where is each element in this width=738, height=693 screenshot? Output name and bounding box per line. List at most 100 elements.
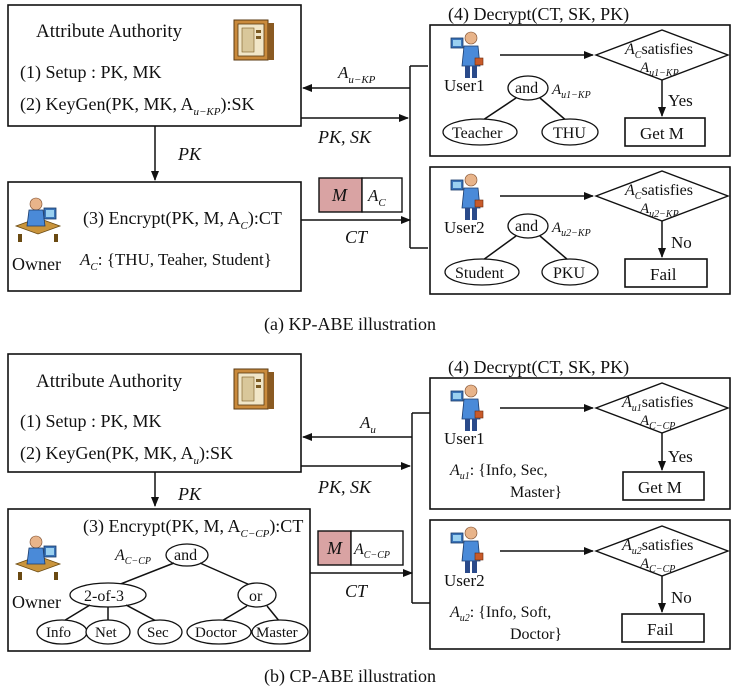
cp-user1-cond-line1: Au1satisfies: [621, 394, 693, 414]
kp-user2-tree-and: [507, 213, 549, 239]
kp-user1-name: User1: [444, 76, 485, 95]
kp-decrypt-title: (4) Decrypt(CT, SK, PK): [448, 4, 629, 25]
cp-message-attr-cell: [350, 530, 404, 566]
cp-tree-edge: [61, 604, 91, 623]
kp-user2-leaf-student: [444, 258, 520, 286]
kp-encrypt-text: (3) Encrypt(PK, M, AC):CT: [83, 208, 282, 232]
kp-user2-tree-and-label: and: [515, 218, 538, 235]
kp-user1-edge-left: [479, 97, 517, 123]
kp-abe-panel: Attribute Authority (1) Setup : PK, MK (…: [7, 4, 731, 335]
kp-user2-cond-line1: ACsatisfies: [624, 182, 693, 202]
cp-leaf-doctor: [186, 619, 252, 645]
kp-user2-result: Fail: [650, 265, 677, 284]
server-icon: [233, 19, 275, 61]
cp-leaf-net: [85, 619, 131, 645]
kp-user1-condition: [594, 29, 730, 81]
cp-tree-root: [165, 543, 209, 567]
kp-user1-leaf2: THU: [553, 125, 586, 142]
cp-user2-result-box: [621, 613, 705, 643]
cp-leaf: Info: [46, 625, 71, 641]
cp-encrypt-text: (3) Encrypt(PK, M, AC−CP):CT: [83, 516, 303, 540]
cp-setup-text: (1) Setup : PK, MK: [20, 411, 162, 432]
cp-leaf: Net: [95, 625, 117, 641]
cp-leaf: Sec: [147, 625, 169, 641]
kp-user1-answer: Yes: [668, 91, 693, 110]
cp-pksk-label: PK, SK: [317, 477, 372, 497]
cp-user1-cond-line2: AC−CP: [639, 413, 675, 432]
cp-leaf: Master: [256, 625, 298, 641]
kp-user2-name: User2: [444, 218, 485, 237]
kp-message-m-cell: [318, 177, 363, 213]
cp-user2-cond-line2: AC−CP: [639, 556, 675, 575]
cp-user2-condition: [594, 525, 730, 577]
cp-user1-answer: Yes: [668, 447, 693, 466]
cp-user1-result: Get M: [638, 478, 682, 497]
kp-owner-attrs: AC: {THU, Teaher, Student}: [79, 250, 272, 273]
cp-message-attr: AC−CP: [353, 541, 390, 561]
cp-pk-label: PK: [177, 484, 202, 504]
kp-message-m: M: [331, 185, 348, 205]
kp-user1-leaf-teacher: [442, 118, 518, 146]
cp-tree-edge: [125, 604, 159, 623]
cp-tree-label: AC−CP: [114, 547, 151, 567]
cp-user1-name: User1: [444, 429, 485, 448]
cp-tree-edge: [266, 605, 281, 623]
kp-attr-label: Au−KP: [337, 63, 376, 86]
kp-authority-title: Attribute Authority: [36, 21, 183, 42]
cp-user1-attrs-line2: Master}: [510, 484, 562, 501]
kp-user1-edge-right: [539, 97, 569, 123]
kp-user1-result: Get M: [640, 124, 684, 143]
kp-user2-answer: No: [671, 233, 692, 252]
kp-user2-cond-line2: Au2−KP: [639, 201, 679, 220]
cp-user1-condition: [594, 382, 730, 434]
cp-tree-or: [237, 582, 277, 608]
kp-user2-condition: [594, 170, 730, 222]
cp-user2-name: User2: [444, 571, 485, 590]
cp-tree-left-label: 2-of-3: [84, 588, 124, 605]
cp-ct-label: CT: [345, 581, 369, 601]
cp-abe-panel: Attribute Authority (1) Setup : PK, MK (…: [7, 353, 731, 687]
cp-leaf: Doctor: [195, 625, 237, 641]
cp-tree-root-label: and: [174, 547, 197, 564]
kp-user2-edge-right: [539, 235, 569, 261]
kp-message-attr-cell: [361, 177, 403, 213]
cp-tree-edge-left: [117, 562, 175, 586]
kp-user1-cond-line1: ACsatisfies: [624, 41, 693, 61]
kp-setup-text: (1) Setup : PK, MK: [20, 62, 162, 83]
cp-authority-title: Attribute Authority: [36, 371, 183, 392]
kp-owner-label: Owner: [12, 254, 61, 274]
kp-ct-label: CT: [345, 227, 369, 247]
kp-user1-tree-attr: Au1−KP: [551, 82, 591, 101]
kp-user2-tree-attr: Au2−KP: [551, 220, 591, 239]
cp-leaf-sec: [137, 619, 183, 645]
cp-message-m: M: [326, 538, 343, 558]
cp-user2-result: Fail: [647, 620, 674, 639]
kp-user2-leaf1: Student: [455, 265, 504, 282]
kp-pk-label: PK: [177, 144, 202, 164]
kp-user1-result-box: [624, 117, 706, 147]
kp-user2-result-box: [624, 258, 708, 288]
kp-user2-leaf-pku: [541, 258, 599, 286]
cp-user2-cond-line1: Au2satisfies: [621, 537, 693, 557]
kp-user1-tree-and-label: and: [515, 80, 538, 97]
kp-user1-cond-line2: Au1−KP: [639, 60, 679, 79]
kp-user1-leaf-thu: [541, 118, 599, 146]
cp-user1-result-box: [622, 471, 705, 501]
server-icon: [233, 368, 275, 410]
kp-owner-box: [7, 181, 302, 292]
cp-user2-attrs-line2: Doctor}: [510, 626, 562, 643]
cp-tree-right-label: or: [249, 588, 263, 605]
kp-pksk-label: PK, SK: [317, 127, 372, 147]
kp-keygen-text: (2) KeyGen(PK, MK, Au−KP):SK: [20, 94, 254, 118]
cp-owner-label: Owner: [12, 592, 61, 612]
cp-attr-label: Au: [359, 413, 376, 436]
cp-tree-edge: [219, 605, 248, 623]
kp-user1-tree-and: [507, 75, 549, 101]
kp-caption: (a) KP-ABE illustration: [264, 314, 436, 335]
kp-user2-edge-left: [482, 235, 517, 261]
cp-user2-answer: No: [671, 588, 692, 607]
cp-user2-attrs-line1: Au2: {Info, Soft,: [449, 604, 551, 624]
cp-user1-attrs-line1: Au1: {Info, Sec,: [449, 462, 548, 482]
cp-keygen-text: (2) KeyGen(PK, MK, Au):SK: [20, 443, 233, 467]
